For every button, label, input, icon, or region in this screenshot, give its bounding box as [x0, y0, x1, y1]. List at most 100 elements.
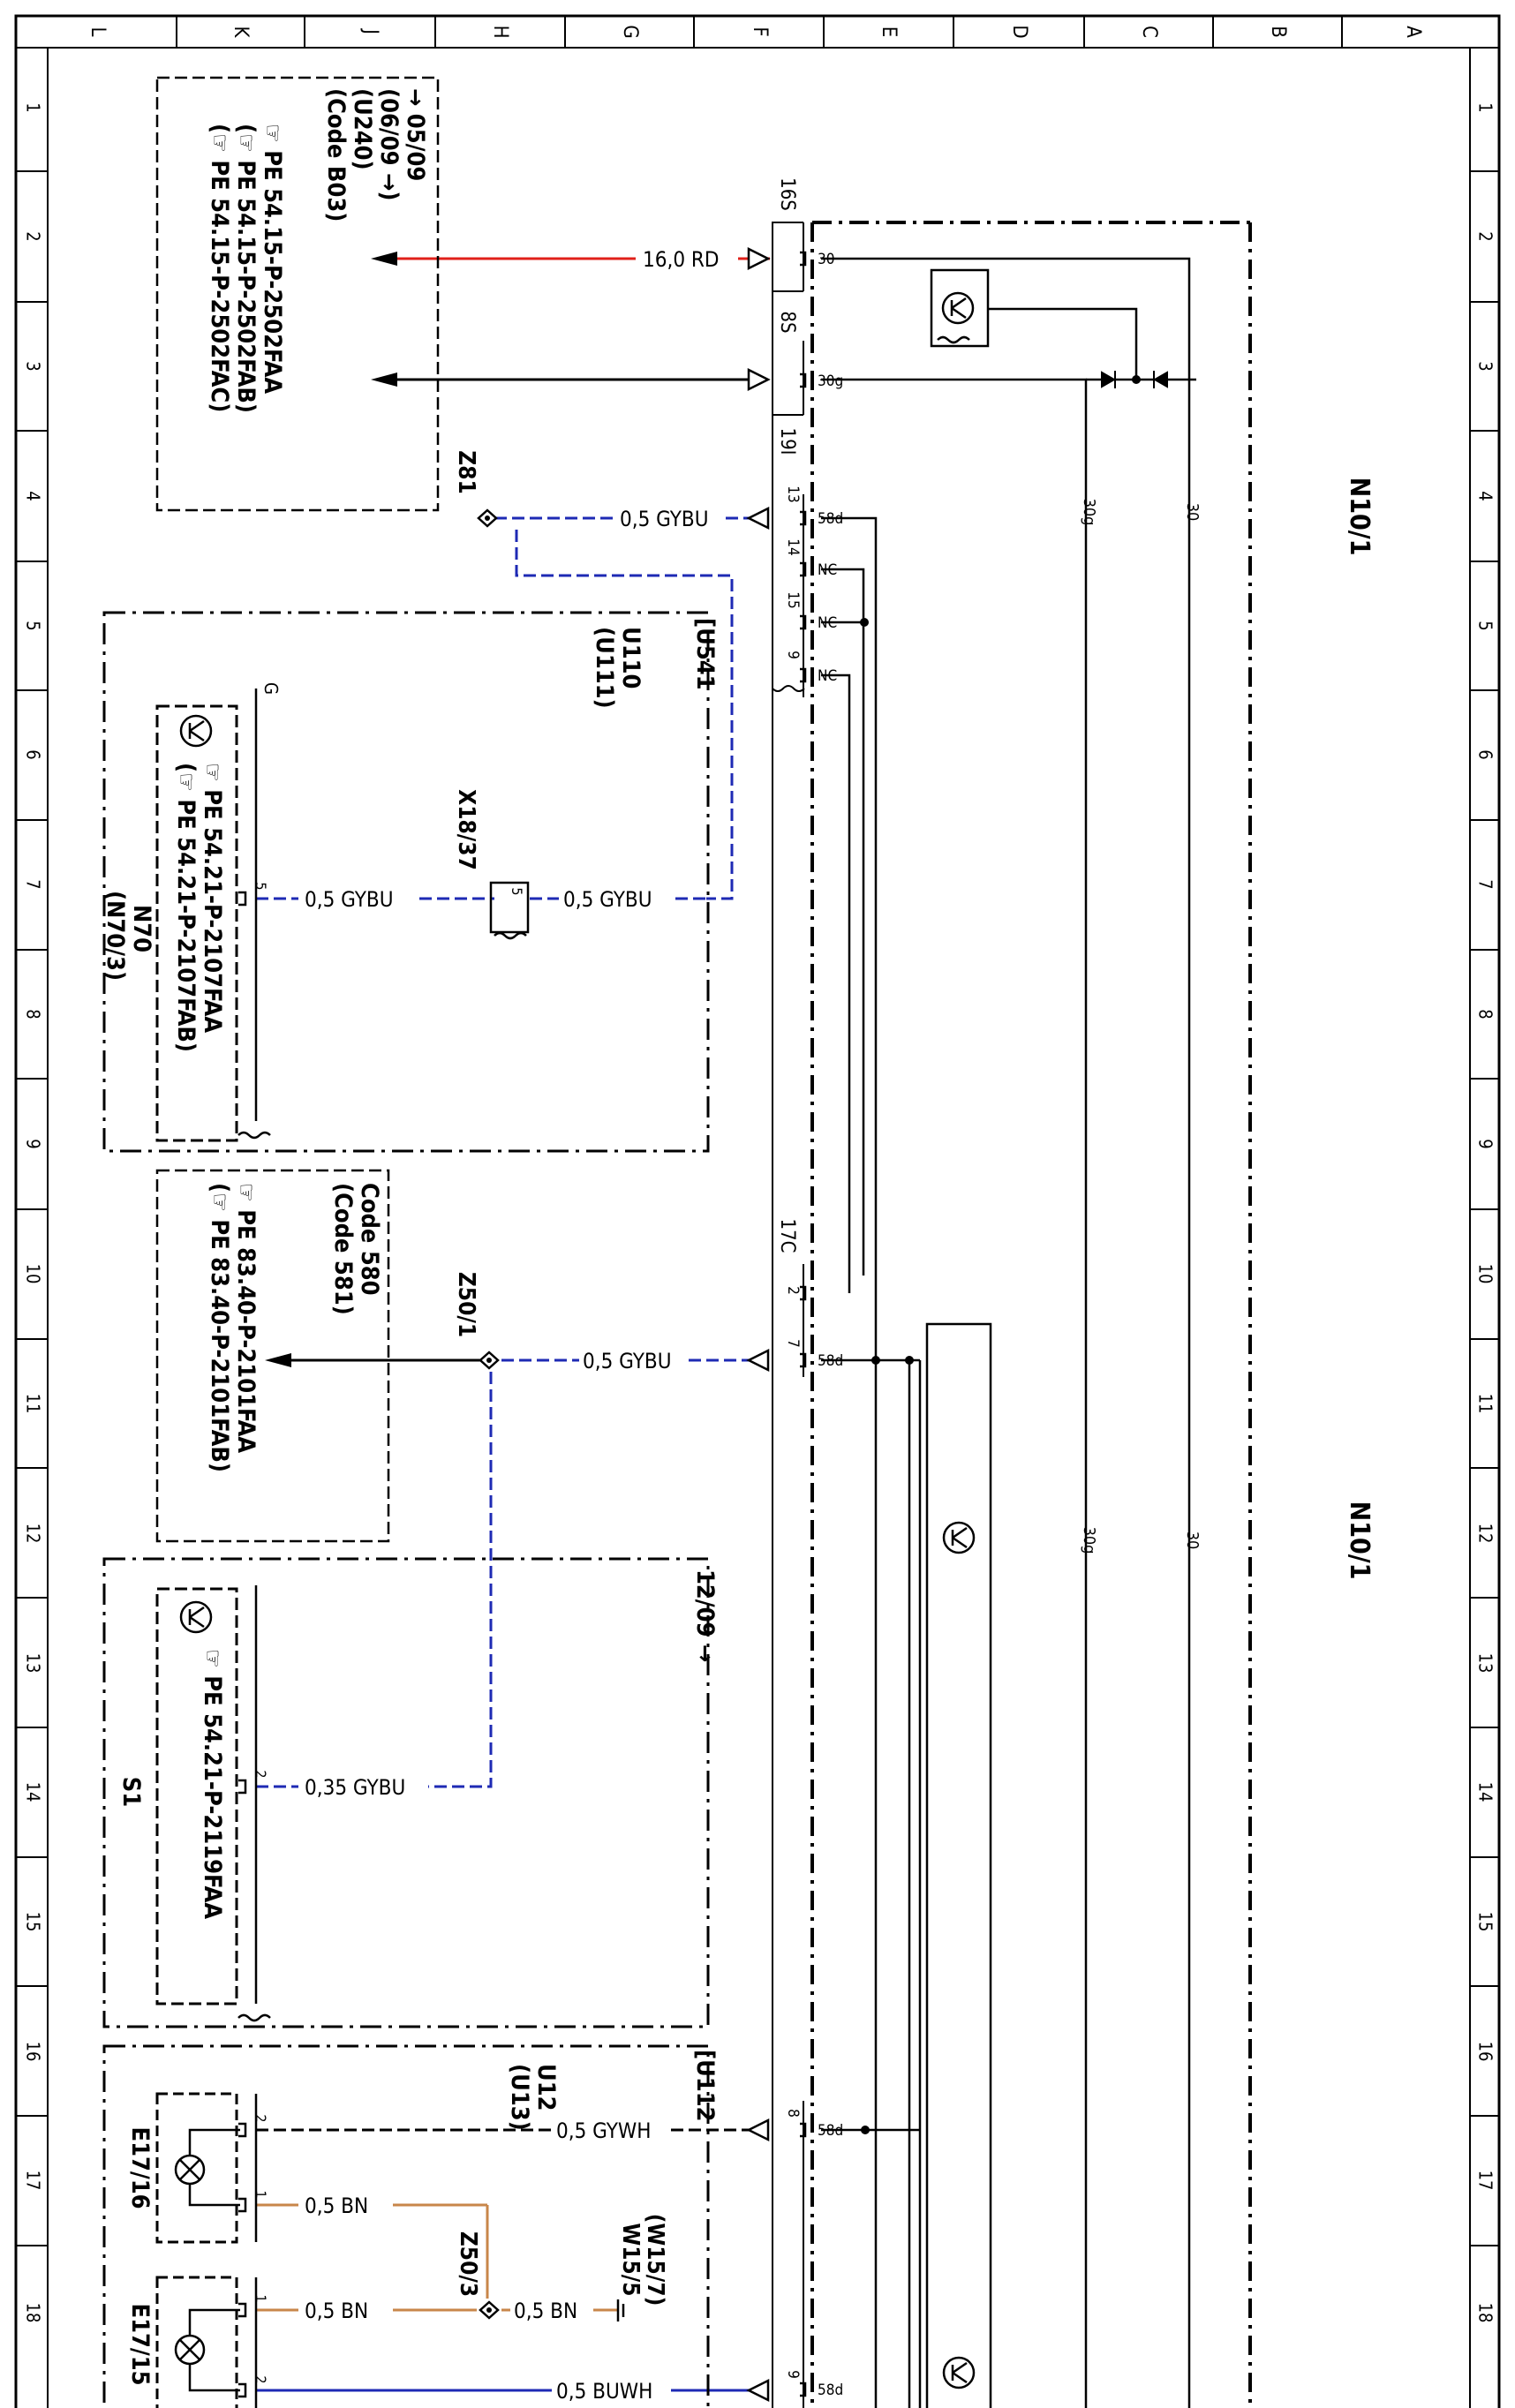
row-number: 9 [1475, 1139, 1496, 1148]
column-letters: L K J H G F E D C B A [87, 25, 1424, 38]
wire-gybu-z81 [494, 516, 750, 900]
u112-note: [U112 U12 (U13) [506, 2050, 719, 2131]
pin-30g: 30g [818, 372, 843, 390]
row-number: 8 [23, 1009, 44, 1019]
row-number: 3 [23, 361, 44, 371]
row-number: 4 [23, 491, 44, 500]
n10-1-label-top: N10/1 [1344, 478, 1375, 556]
n70-refs: ☞ PE 54.21-P-2107FAA (☞ PE 54.21-P-2107F… [172, 763, 226, 1052]
pin-stubs [800, 251, 807, 2397]
row-number: 1 [23, 102, 44, 112]
connector-strip [772, 222, 805, 2408]
row-number: 10 [23, 1264, 44, 1284]
row-numbers-right: 1 2 3 4 5 6 7 8 9 10 11 12 13 14 15 16 1… [1475, 102, 1496, 2322]
note-line: [U541 [691, 618, 719, 690]
wire-label-bn-e15: 0,5 BN [305, 2299, 368, 2323]
internal-buses [821, 257, 1196, 2408]
wire-label-red: 16,0 RD [643, 247, 720, 272]
note-line: U12 [532, 2064, 560, 2111]
note-line: (☞ PE 54.15-P-2502FAB) [232, 124, 260, 413]
n70-ground-edge [237, 689, 271, 1140]
bulb-icon [179, 714, 213, 748]
s1-ground-edge [237, 1585, 271, 2022]
row-number: 14 [23, 1782, 44, 1802]
row-number: 15 [1475, 1912, 1496, 1932]
s1-internal-box [155, 1587, 238, 2005]
pin-nc: NC [818, 667, 837, 685]
row-number: 1 [1475, 102, 1496, 112]
row-number: 17 [23, 2171, 44, 2191]
pin-14: 14 [784, 538, 802, 555]
wire-30g [371, 372, 749, 387]
wire-label-x18-left: 0,5 GYBU [305, 887, 394, 912]
s1-note: 12/09 → [691, 1569, 719, 1662]
bus-30-bottom: 30 [1183, 1531, 1202, 1550]
wire-label-z50: 0,5 GYBU [583, 1349, 672, 1373]
col-letter: H [489, 26, 511, 39]
x18-37-pin: 5 [509, 887, 525, 895]
n70-pin: 5 [253, 882, 269, 890]
row-number: 3 [1475, 361, 1496, 371]
row-number: 12 [23, 1524, 44, 1544]
pin-58d: 58d [818, 510, 843, 528]
row-number: 11 [23, 1394, 44, 1414]
pin-13: 13 [784, 485, 802, 502]
col-letter: E [878, 26, 900, 38]
row-number: 2 [1475, 231, 1496, 241]
lamp-icon [174, 2094, 258, 2242]
junction-dots [860, 375, 1141, 2134]
row-number: 11 [1475, 1394, 1496, 1414]
splice-z81 [477, 508, 498, 528]
wire-label-s1: 0,35 GYBU [305, 1775, 405, 1800]
splice-z50-1 [479, 1351, 500, 1370]
ref-line: (☞ PE 54.21-P-2107FAB) [172, 763, 200, 1052]
x18-37-connector [489, 881, 530, 940]
row-number: 13 [23, 1653, 44, 1674]
pin-2: 2 [784, 1286, 802, 1295]
row-number: 4 [1475, 491, 1496, 500]
row-number: 18 [1475, 2303, 1496, 2323]
pin-nc: NC [818, 561, 837, 579]
bulb-icon [179, 1600, 213, 1634]
code-note: Code 580 (Code 581) ☞ PE 83.40-P-2101FAA… [206, 1183, 383, 1472]
col-letter: B [1267, 26, 1289, 38]
e17-16-box [155, 2092, 238, 2244]
device-pin-stubs [238, 891, 247, 2398]
note-line: Code 580 [356, 1183, 383, 1296]
s1-label: S1 [117, 1777, 145, 1807]
row-number: 15 [23, 1912, 44, 1932]
e15-pin1: 1 [253, 2294, 269, 2302]
s1-ref: ☞ PE 54.21-P-2119FAA [199, 1649, 226, 1919]
pin-numbers: 13 14 15 9 2 7 8 9 [784, 485, 802, 2379]
g-label: G [260, 682, 282, 695]
col-letter: J [359, 27, 381, 34]
row-number: 6 [1475, 749, 1496, 759]
row-number: 6 [23, 749, 44, 759]
e17-15-label: E17/15 [126, 2303, 154, 2385]
note-line: (06/09 →) [375, 88, 403, 201]
row-number: 12 [1475, 1524, 1496, 1544]
pin-58d: 58d [818, 2122, 843, 2140]
e16-pin1: 1 [253, 2190, 269, 2198]
w15-5-label: W15/5 [617, 2223, 644, 2296]
col-letter: F [749, 26, 771, 36]
note-line: [U112 [691, 2050, 719, 2122]
wire-label-z81: 0,5 GYBU [620, 507, 709, 531]
connector-19i: 19I [776, 427, 798, 455]
u541-note: [U541 U110 (U111) [591, 618, 719, 709]
row-number: 7 [23, 879, 44, 889]
n10-1-label-bottom: N10/1 [1344, 1501, 1375, 1580]
row-number: 16 [1475, 2042, 1496, 2062]
s1-pin: 2 [253, 1770, 269, 1778]
note-line: (☞ PE 54.15-P-2502FAC) [206, 124, 233, 412]
pin-7: 7 [784, 1339, 802, 1348]
bus-30g-top: 30g [1080, 499, 1098, 526]
n10-1-boundary [810, 221, 1252, 2408]
x18-37-label: X18/37 [453, 789, 479, 870]
pin-15: 15 [784, 591, 802, 608]
pin-8: 8 [784, 2109, 802, 2118]
row-number: 9 [23, 1139, 44, 1148]
connector-8s: 8S [776, 311, 798, 333]
w15-5-ground [616, 2299, 625, 2321]
